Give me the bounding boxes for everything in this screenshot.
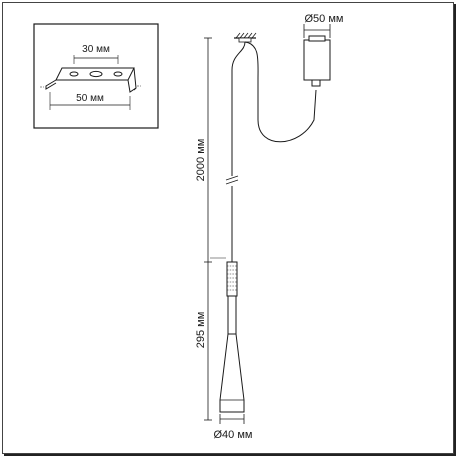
driver-box: [303, 35, 331, 87]
bracket-hole-dimension: 30 мм: [73, 44, 119, 64]
drawing-frame: [2, 2, 454, 454]
power-cable: [231, 41, 246, 170]
height-dimension-line: [204, 37, 226, 421]
lamp-height-label: 295 мм: [195, 312, 207, 349]
shade-diameter-label: Ø40 мм: [214, 429, 253, 441]
pendant-lamp: [219, 261, 245, 413]
bracket-width-label: 50 мм: [76, 93, 104, 104]
cable-length-label: 2000 мм: [195, 139, 207, 182]
cable-grip: [226, 261, 238, 297]
inset-border: [33, 23, 159, 129]
bracket-hole-spacing-label: 30 мм: [82, 44, 110, 55]
bracket-inset: 30 мм 50 мм: [33, 23, 159, 129]
canopy-width-label: Ø50 мм: [305, 13, 344, 25]
suspension-cable: [225, 170, 239, 262]
bracket-width-dimension: 50 мм: [49, 92, 131, 110]
shade-diameter-dimension: [219, 414, 245, 424]
driver-cable: [244, 41, 317, 143]
canopy-width-dimension: [303, 24, 331, 38]
mounting-bracket: [45, 67, 137, 93]
ceiling-mount-icon: [234, 32, 257, 43]
lamp-stem: [227, 295, 237, 335]
